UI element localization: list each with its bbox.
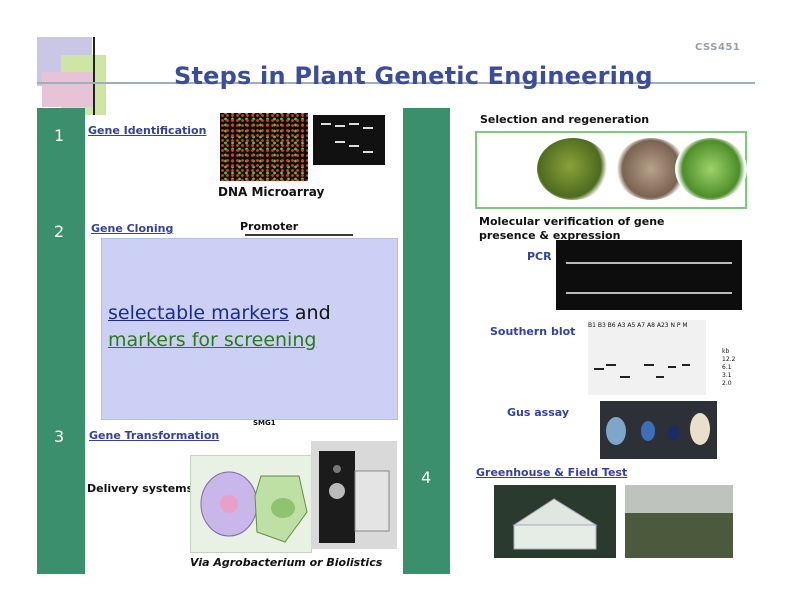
- plant-cell-icon: [200, 471, 308, 543]
- overlay-text: selectable markers and markers for scree…: [108, 300, 331, 354]
- greenhouse-field-test-link[interactable]: Greenhouse & Field Test: [476, 466, 628, 479]
- selectable-markers-link[interactable]: selectable markers: [108, 302, 289, 324]
- greenhouse-photo: [494, 485, 616, 558]
- gene-transformation-link[interactable]: Gene Transformation: [89, 429, 220, 442]
- biolistic-gun-image: [311, 441, 397, 549]
- kb-label: kb: [722, 348, 730, 355]
- via-agrobacterium-label: Via Agrobacterium or Biolistics: [190, 556, 383, 569]
- slide-title: Steps in Plant Genetic Engineering: [174, 62, 653, 90]
- southern-lane-labels: B1 B3 B6 A3 A5 A7 A8 A23 N P M: [588, 322, 688, 329]
- course-code: CSS451: [695, 42, 741, 53]
- title-divider: [37, 82, 755, 84]
- marker-overlay-box: [101, 238, 398, 420]
- southern-blot-label: Southern blot: [490, 325, 576, 338]
- leaves-icon: [606, 413, 710, 445]
- kb-2-0: 2.0: [722, 380, 732, 387]
- field-test-photo: [625, 485, 733, 558]
- step-number-2: 2: [54, 222, 65, 241]
- selection-regeneration-label: Selection and regeneration: [480, 113, 650, 126]
- promoter-label: Promoter: [240, 220, 299, 233]
- markers-for-screening-link[interactable]: markers for screening: [108, 329, 317, 351]
- molecular-verification-label: Molecular verification of gene presence …: [479, 215, 665, 242]
- gene-gun-icon: [319, 451, 390, 543]
- decor-square-pink: [42, 72, 94, 107]
- delivery-systems-label: Delivery systems: [87, 482, 194, 495]
- overlay-and-text: and: [288, 302, 331, 324]
- field-rows-icon: [625, 485, 733, 558]
- middle-step-column: [403, 108, 450, 574]
- plant-cell-diagram: [190, 455, 312, 553]
- decor-vertical-line: [93, 37, 95, 115]
- promoter-construct-line: [245, 234, 353, 236]
- left-step-column: [37, 108, 85, 574]
- southern-blot-image: B1 B3 B6 A3 A5 A7 A8 A23 N P M: [588, 320, 706, 395]
- smg1-label: SMG1: [253, 419, 276, 427]
- step-number-3: 3: [54, 427, 65, 446]
- dna-microarray-label: DNA Microarray: [218, 185, 325, 199]
- step-number-4: 4: [421, 468, 432, 487]
- regeneration-photos: [475, 131, 747, 209]
- gene-identification-link[interactable]: Gene Identification: [88, 124, 207, 137]
- gene-cloning-link[interactable]: Gene Cloning: [91, 222, 174, 235]
- kb-12-2: 12.2: [722, 356, 736, 363]
- gus-assay-image: [600, 401, 717, 459]
- gel-electrophoresis-image: [313, 115, 385, 165]
- gus-assay-label: Gus assay: [507, 406, 570, 419]
- greenhouse-icon: [512, 498, 598, 550]
- dna-microarray-image: [220, 113, 308, 181]
- pcr-label: PCR: [527, 250, 552, 263]
- kb-3-1: 3.1: [722, 372, 732, 379]
- southern-kb-scale: kb 12.2 6.1 3.1 2.0: [722, 348, 735, 388]
- kb-6-1: 6.1: [722, 364, 732, 371]
- pcr-gel-image: [556, 240, 742, 310]
- step-number-1: 1: [54, 126, 65, 145]
